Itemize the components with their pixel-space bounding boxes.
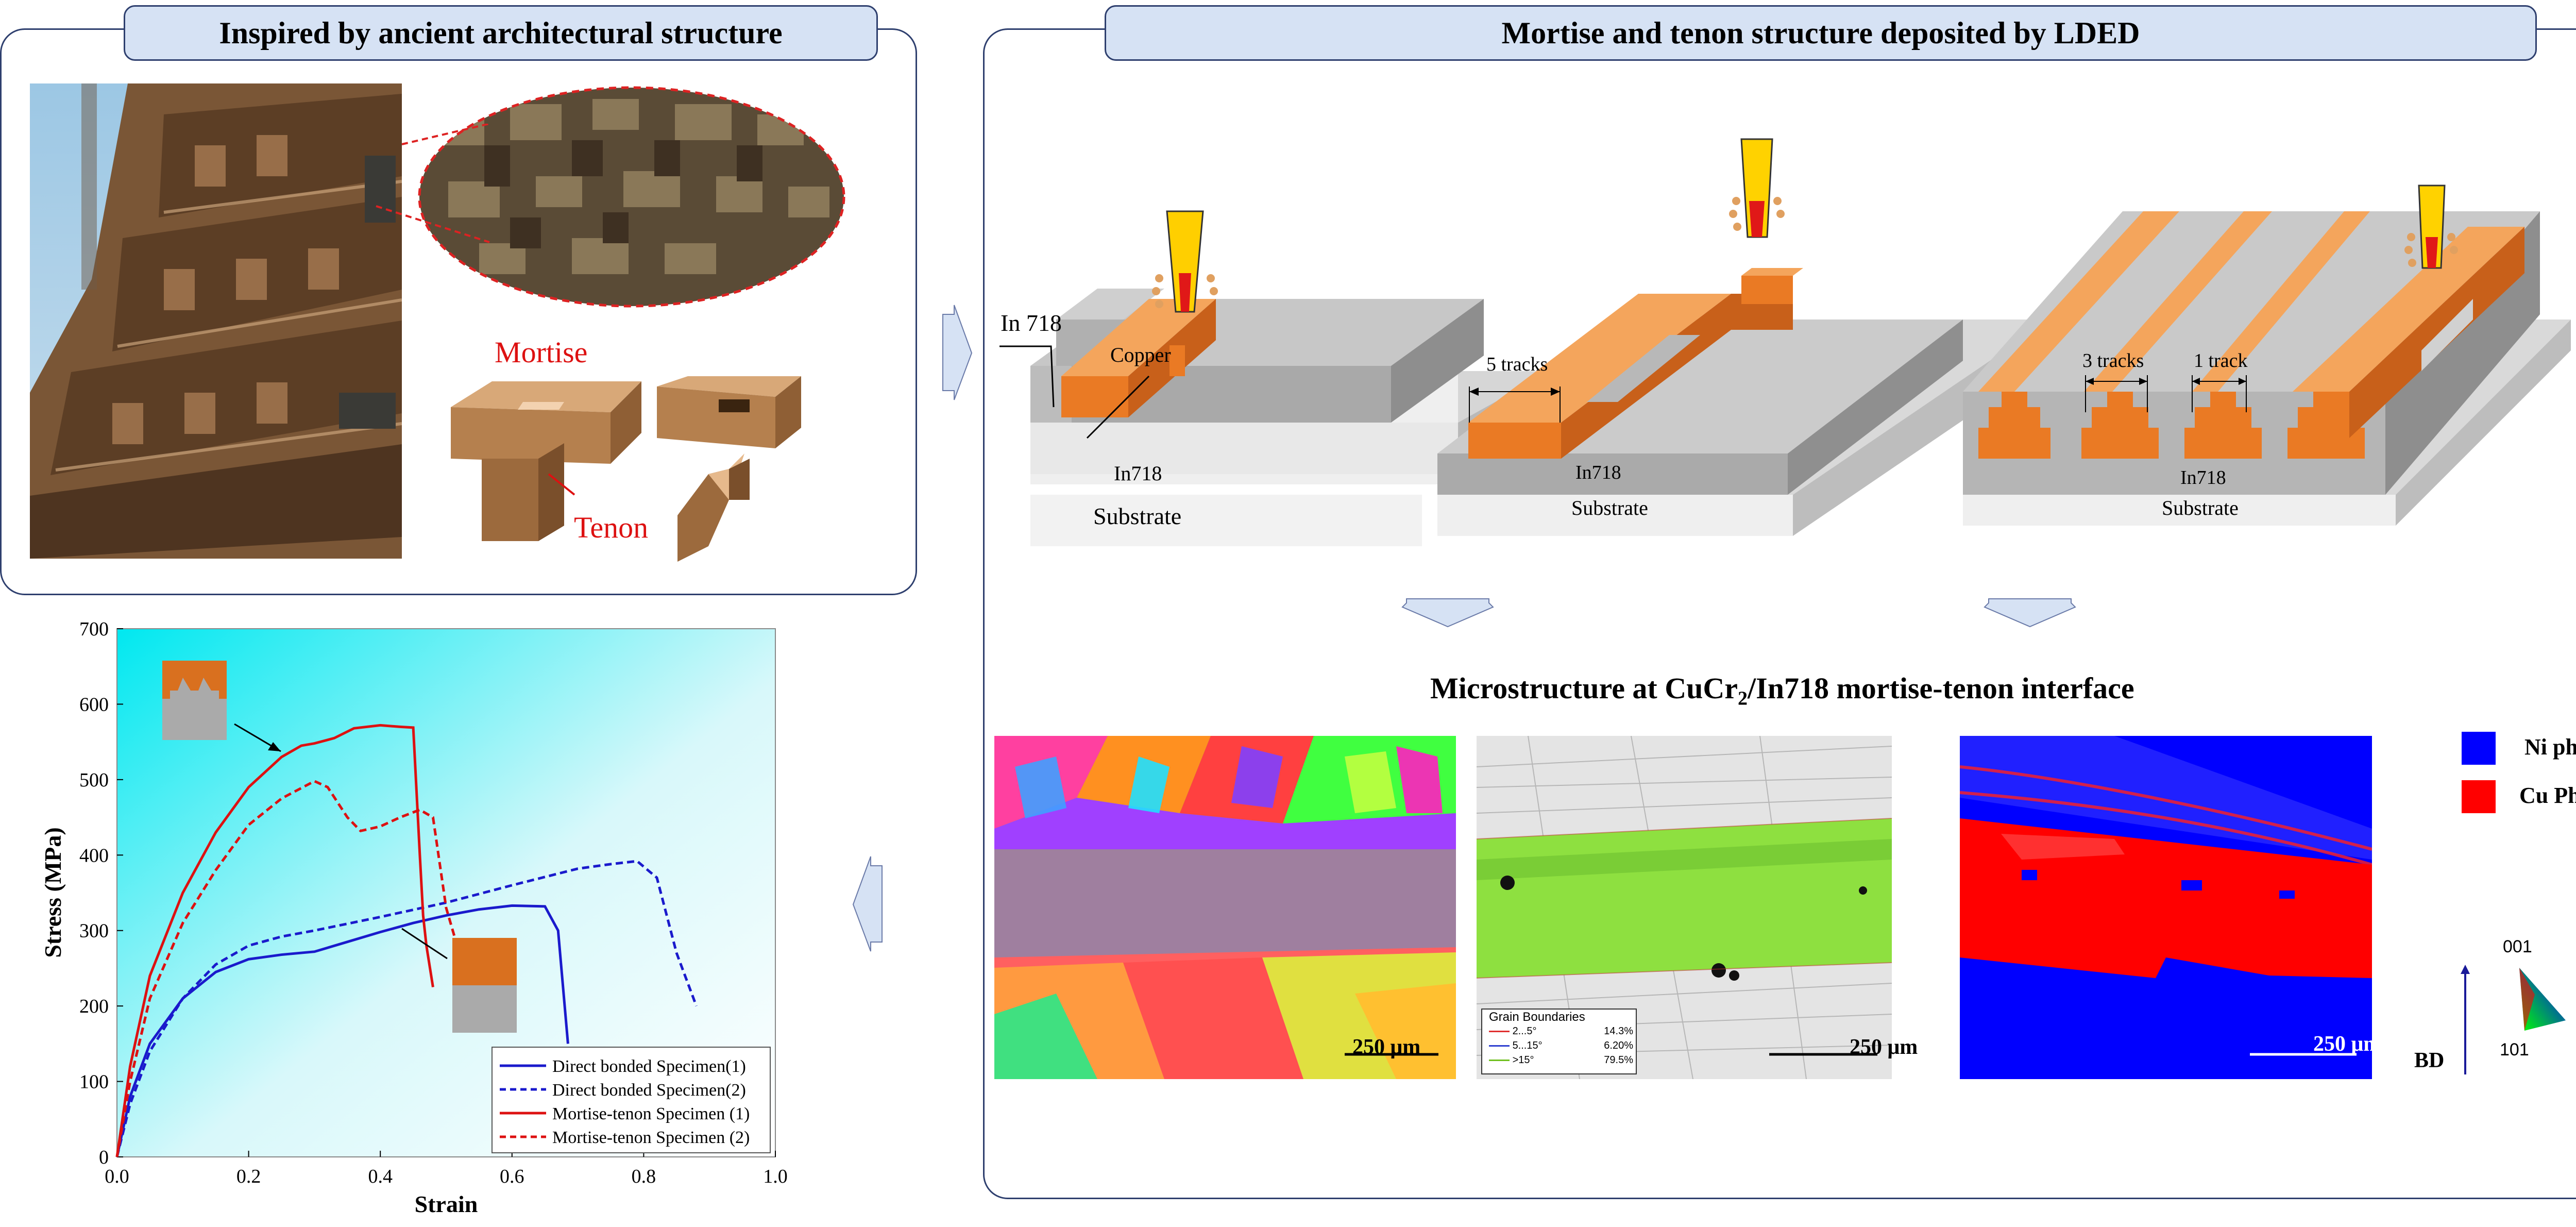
lded-title: Mortise and tenon structure deposited by… bbox=[1105, 5, 2537, 61]
right-arrow-icon bbox=[942, 305, 973, 400]
left-arrow-icon bbox=[852, 856, 883, 952]
down-arrow-icon bbox=[1401, 598, 1494, 628]
y-tick-label: 600 bbox=[79, 694, 109, 715]
down-arrow-icon bbox=[1984, 598, 2076, 628]
label-copper: Copper bbox=[1110, 343, 1171, 366]
wood-joint-illustration bbox=[451, 376, 801, 562]
series-line bbox=[115, 780, 487, 1157]
mortise-label: Mortise bbox=[495, 335, 588, 369]
mortise-tenon-specimen-inset bbox=[162, 661, 227, 740]
scale-bar-label-3: 250 μm bbox=[2313, 1032, 2382, 1056]
micro-title-sub: 2 bbox=[1738, 687, 1748, 710]
label-in718-3: In718 bbox=[2180, 467, 2226, 489]
label-1-track: 1 track bbox=[2194, 350, 2248, 372]
grain-boundary-map-image bbox=[1477, 736, 1892, 1079]
scale-bar-label-2: 250 μm bbox=[1850, 1035, 1918, 1059]
legend-label: Mortise-tenon Specimen (1) bbox=[552, 1104, 750, 1123]
label-substrate-2: Substrate bbox=[1571, 496, 1648, 519]
bracket-zoom-ellipse bbox=[418, 86, 845, 308]
cu-phase-swatch bbox=[2462, 780, 2496, 813]
micro-title-suffix: /In718 mortise-tenon interface bbox=[1748, 671, 2134, 705]
grain-boundaries-row-1: 2...5° 14.3% bbox=[1489, 1026, 1633, 1037]
schematic-in718-callout-line bbox=[999, 345, 1055, 408]
x-tick-label: 0.8 bbox=[632, 1166, 656, 1187]
series-line bbox=[115, 860, 698, 1157]
x-tick-label: 0.6 bbox=[500, 1166, 524, 1187]
gb-color-swatch bbox=[1489, 1045, 1510, 1047]
y-tick-label: 500 bbox=[79, 769, 109, 791]
ipf-triangle-icon bbox=[2519, 968, 2566, 1031]
microstructure-title: Microstructure at CuCr2/In718 mortise-te… bbox=[1430, 671, 2134, 710]
callout-lines bbox=[376, 124, 490, 243]
label-3-tracks: 3 tracks bbox=[2082, 350, 2144, 372]
y-axis-label: Stress (MPa) bbox=[40, 827, 66, 957]
cu-phase-label: Cu Phase bbox=[2519, 783, 2576, 808]
schematic-copper-5tracks bbox=[1437, 138, 2050, 536]
micro-title-prefix: Microstructure at CuCr bbox=[1430, 671, 1738, 705]
chart-legend: Direct bonded Specimen(1) Direct bonded S… bbox=[492, 1047, 771, 1153]
schematic-copper-single bbox=[1030, 210, 1551, 546]
y-tick-label: 300 bbox=[79, 920, 109, 942]
label-in718-1: In718 bbox=[1114, 462, 1162, 485]
gb-value: 14.3% bbox=[1604, 1026, 1633, 1037]
phase-map-image bbox=[1960, 736, 2372, 1079]
gb-label: 2...5° bbox=[1512, 1026, 1537, 1037]
x-tick-label: 0.2 bbox=[236, 1166, 261, 1187]
legend-label: Direct bonded Specimen(2) bbox=[552, 1081, 746, 1100]
tenon-label: Tenon bbox=[574, 511, 649, 544]
build-direction-arrow-icon bbox=[2461, 965, 2470, 1074]
grain-boundaries-row-3: >15° 79.5% bbox=[1489, 1054, 1633, 1066]
y-tick-label: 700 bbox=[79, 618, 109, 640]
label-in718-callout: In 718 bbox=[1001, 310, 1062, 336]
stress-strain-chart: 0.0 0.2 0.4 0.6 0.8 1.0 0 100 200 300 400 500 600 700… bbox=[40, 618, 788, 1217]
gb-label: >15° bbox=[1512, 1054, 1534, 1066]
label-5-tracks: 5 tracks bbox=[1486, 354, 1548, 375]
y-tick-label: 400 bbox=[79, 845, 109, 866]
label-substrate-3: Substrate bbox=[2162, 496, 2239, 519]
schematic-copper-multi bbox=[1963, 184, 2571, 526]
grain-boundaries-row-2: 5...15° 6.20% bbox=[1489, 1040, 1633, 1052]
gb-color-swatch bbox=[1489, 1031, 1510, 1033]
ni-phase-swatch bbox=[2462, 732, 2496, 765]
legend-label: Mortise-tenon Specimen (2) bbox=[552, 1128, 750, 1147]
inspiration-title: Inspired by ancient architectural struct… bbox=[124, 5, 878, 61]
x-tick-label: 0.0 bbox=[105, 1166, 129, 1187]
gb-label: 5...15° bbox=[1512, 1040, 1543, 1051]
series-line bbox=[115, 724, 434, 1157]
label-substrate-1: Substrate bbox=[1093, 503, 1182, 529]
ipf-label-001: 001 bbox=[2503, 937, 2532, 956]
y-tick-label: 100 bbox=[79, 1071, 109, 1093]
ipf-map-image bbox=[994, 736, 1456, 1079]
schematic-copper-callout-line bbox=[1086, 375, 1150, 439]
grain-boundaries-legend-title: Grain Boundaries bbox=[1489, 1010, 1585, 1024]
x-tick-label: 0.4 bbox=[368, 1166, 393, 1187]
x-tick-label: 1.0 bbox=[763, 1166, 788, 1187]
legend-label: Direct bonded Specimen(1) bbox=[552, 1057, 746, 1076]
pagoda-photo bbox=[30, 83, 402, 559]
y-tick-label: 0 bbox=[99, 1147, 109, 1168]
direct-bonded-specimen-inset bbox=[452, 938, 517, 1033]
gb-value: 79.5% bbox=[1604, 1054, 1633, 1066]
ipf-label-101: 101 bbox=[2500, 1040, 2529, 1060]
x-axis-label: Strain bbox=[415, 1191, 478, 1217]
gb-color-swatch bbox=[1489, 1060, 1510, 1062]
label-in718-2: In718 bbox=[1575, 462, 1621, 483]
gb-value: 6.20% bbox=[1604, 1040, 1633, 1051]
scale-bar-label-1: 250 μm bbox=[1352, 1035, 1421, 1059]
build-direction-label: BD bbox=[2414, 1049, 2445, 1072]
y-tick-label: 200 bbox=[79, 996, 109, 1017]
ni-phase-label: Ni phase bbox=[2524, 734, 2576, 760]
